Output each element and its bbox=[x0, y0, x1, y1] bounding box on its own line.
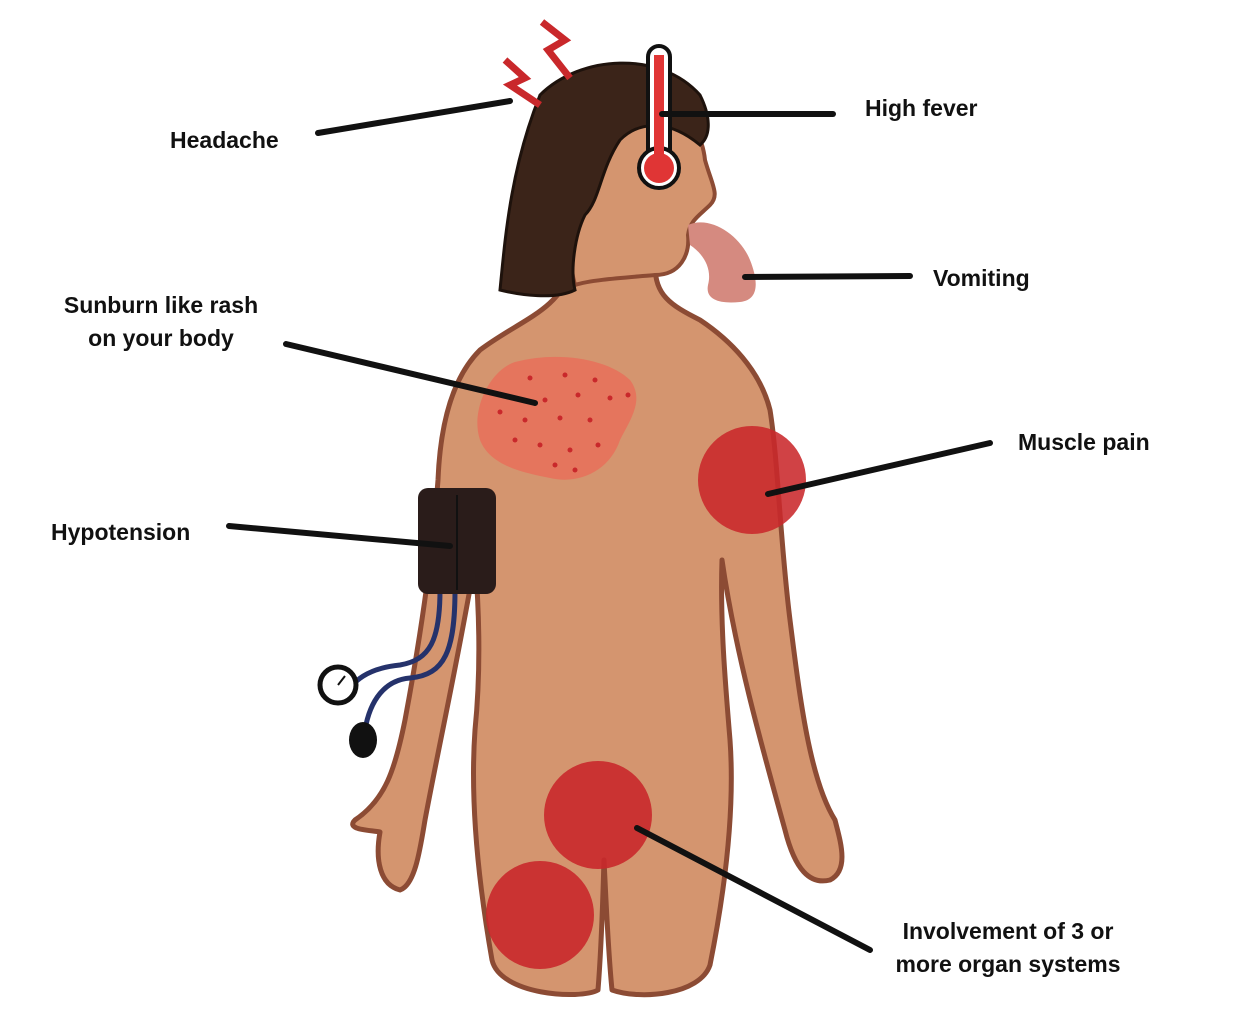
label-organ-line2: more organ systems bbox=[895, 951, 1121, 977]
label-vomiting: Vomiting bbox=[933, 265, 1030, 291]
headache-zigzag-icon bbox=[502, 19, 573, 108]
label-hypotension: Hypotension bbox=[51, 519, 191, 545]
organ-marker-pelvis bbox=[544, 761, 652, 869]
label-headache: Headache bbox=[170, 127, 279, 153]
label-rash-line1: Sunburn like rash bbox=[63, 292, 259, 318]
label-muscle-pain: Muscle pain bbox=[1018, 429, 1150, 455]
blood-pressure-cuff-icon bbox=[317, 488, 496, 758]
label-rash-line2: on your body bbox=[88, 325, 234, 351]
thermometer-icon bbox=[637, 44, 681, 190]
rash-area bbox=[477, 356, 637, 480]
organ-marker-thigh bbox=[486, 861, 594, 969]
label-organ-involvement: Involvement of 3 or more organ systems bbox=[876, 915, 1140, 981]
pointer-lines bbox=[226, 98, 993, 953]
label-organ-line1: Involvement of 3 or bbox=[902, 918, 1114, 944]
muscle-pain-marker bbox=[698, 426, 806, 534]
vomit-icon bbox=[688, 222, 756, 303]
label-high-fever: High fever bbox=[865, 95, 978, 121]
label-rash: Sunburn like rash on your body bbox=[50, 289, 272, 355]
